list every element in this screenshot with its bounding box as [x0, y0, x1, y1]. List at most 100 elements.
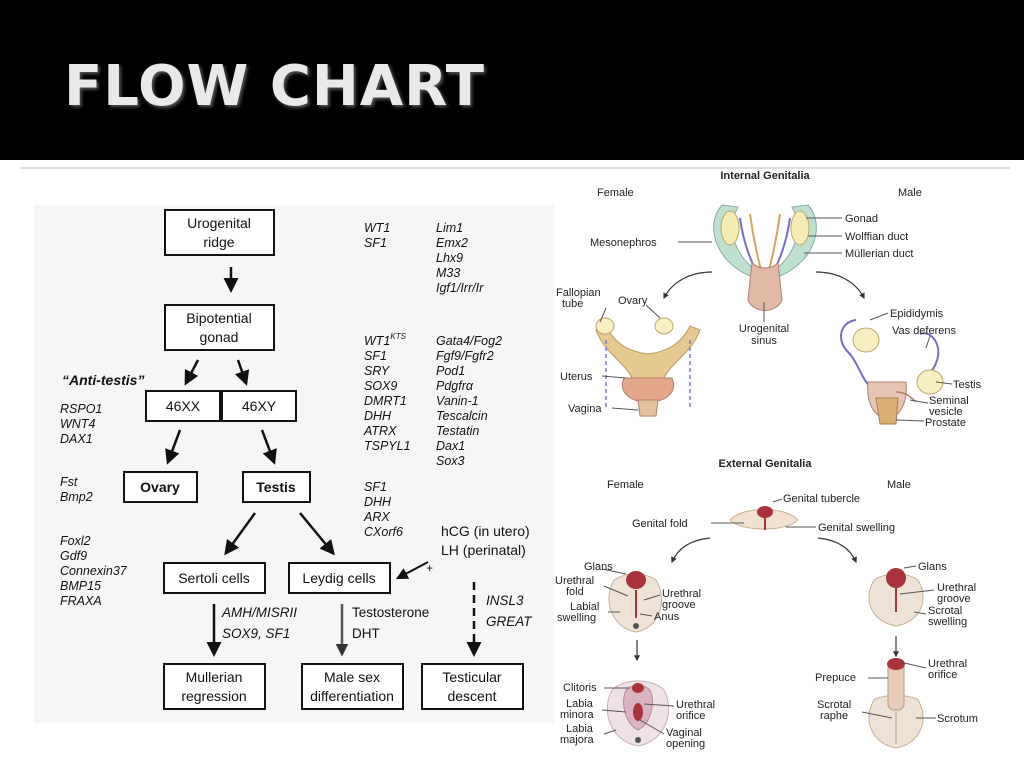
scrotum-label: Scrotum: [937, 713, 978, 725]
gene-label: SF1: [364, 236, 387, 250]
labial-swelling-line2: swelling: [557, 612, 596, 624]
ovary-label: Ovary: [140, 479, 180, 495]
female-external-stage2-leaders: [601, 687, 675, 735]
scrotal-swelling-line2: swelling: [928, 616, 967, 628]
gene-label: WT1: [364, 221, 390, 235]
gene-label: Igf1/Irr/Ir: [436, 281, 484, 295]
gene-label: SOX9: [364, 379, 397, 393]
glans-female-label: Glans: [584, 561, 613, 573]
leydig-box: [288, 562, 391, 594]
mullerian-duct-label: Müllerian duct: [845, 248, 913, 260]
gene-label: Gata4/Fog2: [436, 334, 502, 348]
urogenital-ridge-line2: ridge: [203, 234, 234, 250]
indifferent-ducts-illustration: [713, 204, 817, 311]
amh-line2: SOX9, SF1: [222, 626, 290, 641]
gene-label: ARX: [363, 510, 390, 524]
male-external-stage2: [868, 658, 924, 749]
mullerian-regression-box: [163, 663, 266, 710]
external-branch-arrows: [671, 537, 857, 564]
slide-title: FLOW CHART: [64, 54, 485, 119]
bipotential-gonad-box: [164, 304, 275, 351]
labial-swelling-line1: Labial: [570, 601, 599, 613]
seminal-line2: vesicle: [929, 406, 963, 418]
testis-internal-label: Testis: [953, 379, 982, 391]
female-external-stage1: [608, 571, 662, 633]
seminal-line1: Seminal: [929, 395, 969, 407]
external-genitalia-figure: External Genitalia Female Male Genital t…: [555, 458, 978, 750]
sertoli-label: Sertoli cells: [178, 570, 250, 586]
internal-male-label: Male: [898, 187, 922, 199]
gene-label: Testatin: [436, 424, 479, 438]
anus-label: Anus: [654, 611, 680, 623]
labia-majora-line1: Labia: [566, 723, 594, 735]
gene-label: DMRT1: [364, 394, 407, 408]
anti-testis-label: “Anti-testis”: [62, 372, 144, 388]
urethral-groove-f-line2: groove: [662, 599, 696, 611]
female-internal-illustration: [595, 317, 701, 417]
female-internal-leaders: [599, 304, 661, 411]
vas-deferens-label: Vas deferens: [892, 325, 957, 337]
gene-label: Emx2: [436, 236, 468, 250]
urethral-groove-m-line2: groove: [937, 593, 971, 605]
gene-label: Lim1: [436, 221, 463, 235]
gene-label: SF1: [364, 480, 387, 494]
gene-label: SF1: [364, 349, 387, 363]
urethral-orifice-m-line1: Urethral: [928, 658, 967, 670]
labia-minora-line2: minora: [560, 709, 595, 721]
gene-label: Pdgfrα: [436, 379, 474, 393]
vagina-label: Vagina: [568, 403, 602, 415]
testicular-line1: Testicular: [442, 669, 501, 685]
genital-swelling-label: Genital swelling: [818, 522, 895, 534]
testicular-descent-box: [421, 663, 524, 710]
karyotype-xx-label: 46XX: [166, 398, 201, 414]
sertoli-box: [163, 562, 266, 594]
mullerian-line1: Mullerian: [186, 669, 243, 685]
male-external-stage1: [868, 568, 924, 627]
gene-label: DHH: [364, 495, 392, 509]
male-external-stage1-leaders: [899, 565, 935, 615]
wolffian-label: Wolffian duct: [845, 231, 908, 243]
mesonephros-label: Mesonephros: [590, 237, 657, 249]
stimulation-plus: +: [426, 561, 433, 575]
uterus-label: Uterus: [560, 371, 593, 383]
glans-male-label: Glans: [918, 561, 947, 573]
epididymis-label: Epididymis: [890, 308, 944, 320]
ovary-label: Ovary: [618, 295, 648, 307]
testis-box: [242, 471, 311, 503]
gene-wt1-kts: WT1KTS: [364, 332, 407, 348]
gene-label: M33: [436, 266, 460, 280]
gene-label: Tescalcin: [436, 409, 488, 423]
karyotype-xy-label: 46XY: [242, 398, 277, 414]
gene-label: FRAXA: [60, 594, 102, 608]
gonad-label: Gonad: [845, 213, 878, 225]
fallopian-line2: tube: [562, 298, 583, 310]
internal-genitalia-figure: Internal Genitalia Female Male Mesonephr…: [556, 170, 982, 429]
male-sex-differentiation-box: [301, 663, 404, 710]
flowchart: Urogenital ridge Bipotential gonad 46XX …: [60, 209, 533, 710]
testis-label: Testis: [256, 479, 296, 495]
urethral-orifice-f-line1: Urethral: [676, 699, 715, 711]
scrotal-raphe-line2: raphe: [820, 710, 848, 722]
external-indifferent-leaders: [711, 498, 816, 528]
vaginal-opening-line1: Vaginal: [666, 727, 702, 739]
gene-label: SRY: [364, 364, 391, 378]
gene-label: CXorf6: [364, 525, 403, 539]
urethral-groove-f-line1: Urethral: [662, 588, 701, 600]
gene-label: TSPYL1: [364, 439, 411, 453]
female-external-stage2: [606, 680, 670, 747]
urethral-groove-m-line1: Urethral: [937, 582, 976, 594]
gene-label: DHH: [364, 409, 392, 423]
male-external-stage2-leaders: [861, 661, 936, 719]
internal-female-label: Female: [597, 187, 634, 199]
urethral-fold-line1: Urethral: [555, 575, 594, 587]
testosterone-line1: Testosterone: [352, 605, 429, 620]
gene-label: Vanin-1: [436, 394, 479, 408]
scrotal-raphe-line1: Scrotal: [817, 699, 851, 711]
gene-label: Fgf9/Fgfr2: [436, 349, 494, 363]
gene-label: BMP15: [60, 579, 101, 593]
